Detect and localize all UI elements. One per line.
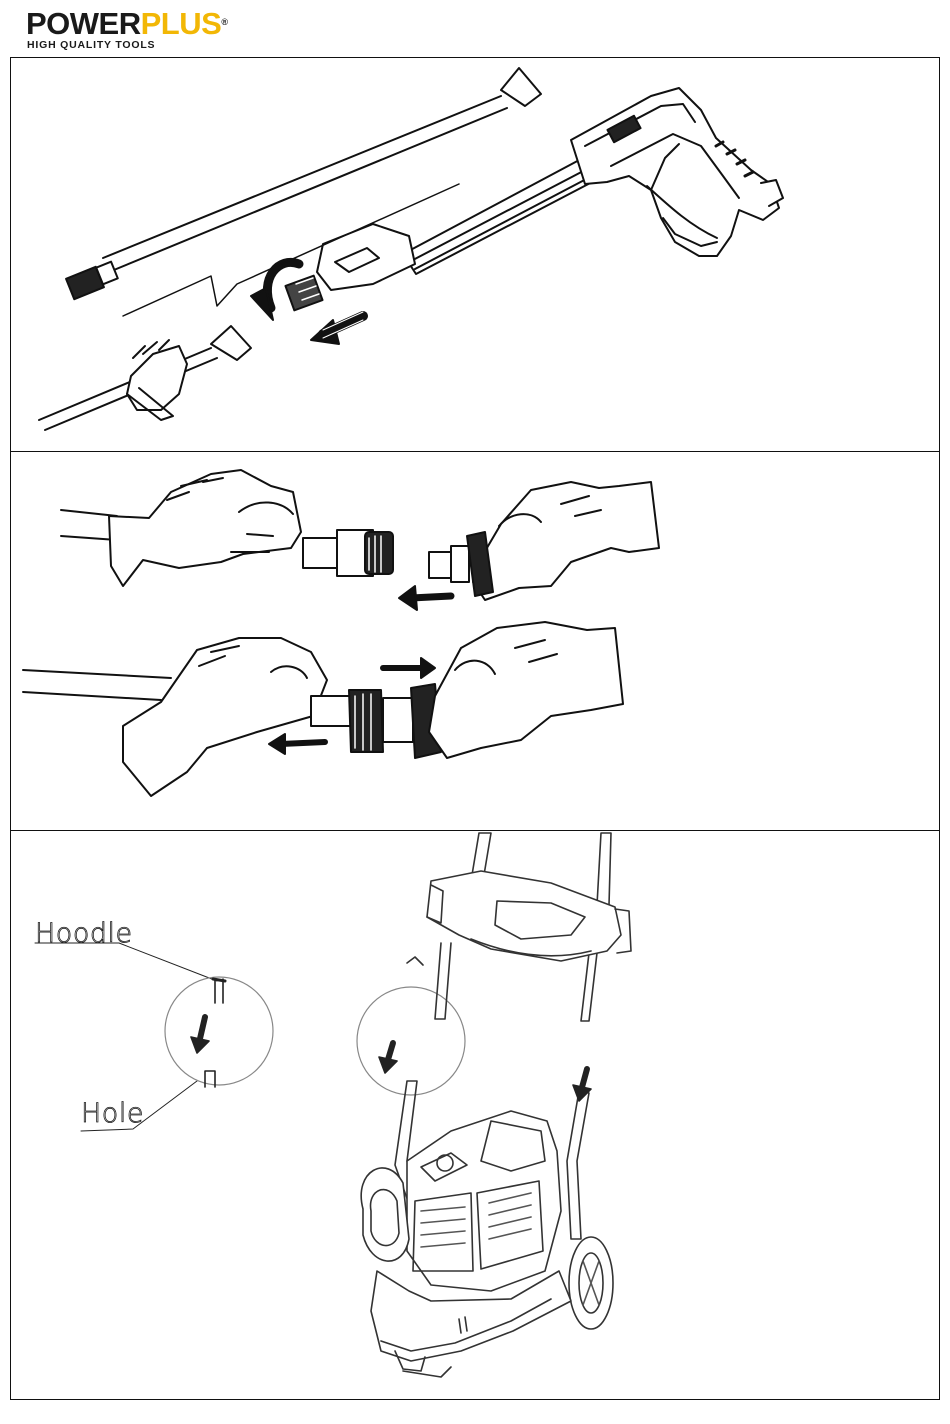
lance-upper bbox=[66, 68, 541, 299]
illustration-panel-handle-assembly: Hoodle Hole bbox=[10, 830, 940, 1400]
coupling-joined bbox=[311, 684, 441, 758]
hand-left-top bbox=[61, 470, 301, 586]
hose-line bbox=[23, 670, 171, 700]
hole-label: Hole bbox=[81, 1099, 144, 1129]
spray-gun-body bbox=[403, 88, 783, 274]
wheel-right bbox=[569, 1237, 613, 1329]
detail-circle-right bbox=[357, 987, 465, 1095]
hose-coupling-illustration bbox=[11, 452, 938, 830]
registered-mark: ® bbox=[221, 17, 227, 27]
hand-right-top bbox=[473, 482, 659, 600]
gun-coupling bbox=[285, 224, 415, 310]
spray-gun-illustration bbox=[11, 58, 938, 451]
brand-name-part2: PLUS bbox=[141, 6, 222, 41]
brand-tagline: HIGH QUALITY TOOLS bbox=[27, 39, 155, 51]
brand-wordmark: POWERPLUS® bbox=[26, 8, 227, 40]
pressure-washer-body bbox=[407, 1111, 561, 1291]
coupling-male bbox=[429, 532, 493, 596]
connect-arrow-icon bbox=[399, 586, 451, 610]
illustration-panel-hose-coupling bbox=[10, 451, 940, 832]
hand-right-bottom bbox=[429, 622, 623, 758]
push-arrow-icon bbox=[311, 312, 363, 344]
wheel-left bbox=[361, 1168, 409, 1261]
hand-illustration bbox=[127, 340, 187, 420]
brand-logo: POWERPLUS® HIGH QUALITY TOOLS bbox=[26, 8, 306, 52]
coupling-female bbox=[303, 530, 393, 576]
illustration-panel-spray-gun bbox=[10, 57, 940, 453]
brand-name-part1: POWER bbox=[26, 6, 141, 41]
handle-label: Hoodle bbox=[35, 919, 133, 949]
handle-assembly-illustration bbox=[11, 831, 938, 1398]
hand-left-bottom bbox=[123, 638, 327, 796]
detail-circle-left bbox=[165, 977, 273, 1087]
